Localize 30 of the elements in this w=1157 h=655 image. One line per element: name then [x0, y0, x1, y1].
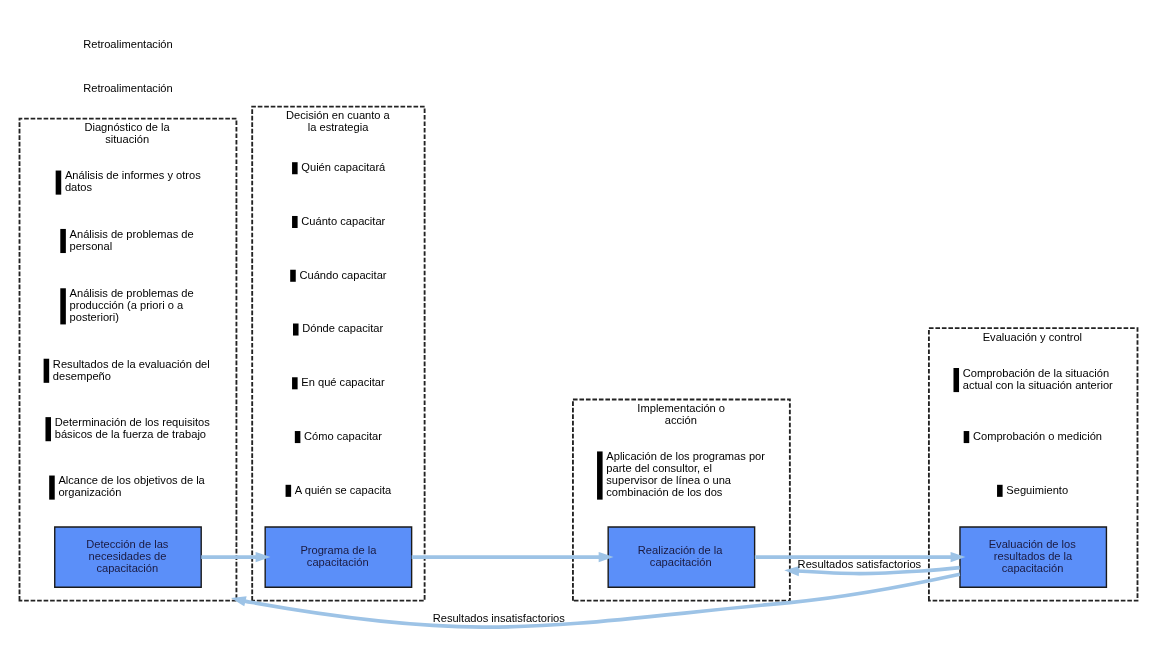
label: Dónde capacitar — [302, 321, 384, 334]
label: Retroalimentación — [83, 37, 173, 50]
label: Comprobación o medición — [972, 429, 1103, 442]
label: Cuánto capacitar — [301, 214, 386, 227]
label: En qué capacitar — [301, 375, 385, 388]
label: Análisis de problemas de producción (a priori o a posteriori) — [69, 286, 194, 323]
label: Seguimiento — [1006, 483, 1069, 496]
label: Análisis de problemas de personal — [69, 227, 194, 252]
arrow — [784, 565, 960, 576]
label: Cuándo capacitar — [299, 268, 387, 281]
arrow — [201, 551, 271, 562]
label: A quién se capacita — [294, 483, 392, 496]
label: Alcance de los objetivos de la organización — [58, 473, 205, 498]
label: Resultados de la evaluación del desempeño — [52, 357, 210, 382]
label: Comprobación de la situación actual con la situación anterior — [962, 366, 1113, 391]
node-box: Realización de la capacitación — [607, 525, 756, 588]
edge-label: Resultados insatisfactorios — [432, 611, 565, 624]
node-box: Detección de las necesidades de capacitación — [54, 525, 202, 588]
label: Retroalimentación — [83, 81, 173, 94]
label: Análisis de informes y otros datos — [64, 168, 201, 193]
arrow — [230, 572, 961, 629]
node-box: Evaluación de los resultados de la capacitación — [959, 525, 1108, 588]
arrow — [754, 551, 966, 562]
node-box: Programa de la capacitación — [264, 525, 413, 588]
arrow — [411, 551, 614, 562]
edge-label: Resultados satisfactorios — [797, 557, 922, 570]
label: Quién capacitará — [301, 160, 386, 173]
label: Cómo capacitar — [304, 429, 382, 442]
label: Aplicación de los programas por parte del consultor, el supervisor de línea o una combinación de los dos — [606, 449, 766, 498]
label: Determinación de los requisitos básicos de la fuerza de trabajo — [54, 415, 210, 440]
